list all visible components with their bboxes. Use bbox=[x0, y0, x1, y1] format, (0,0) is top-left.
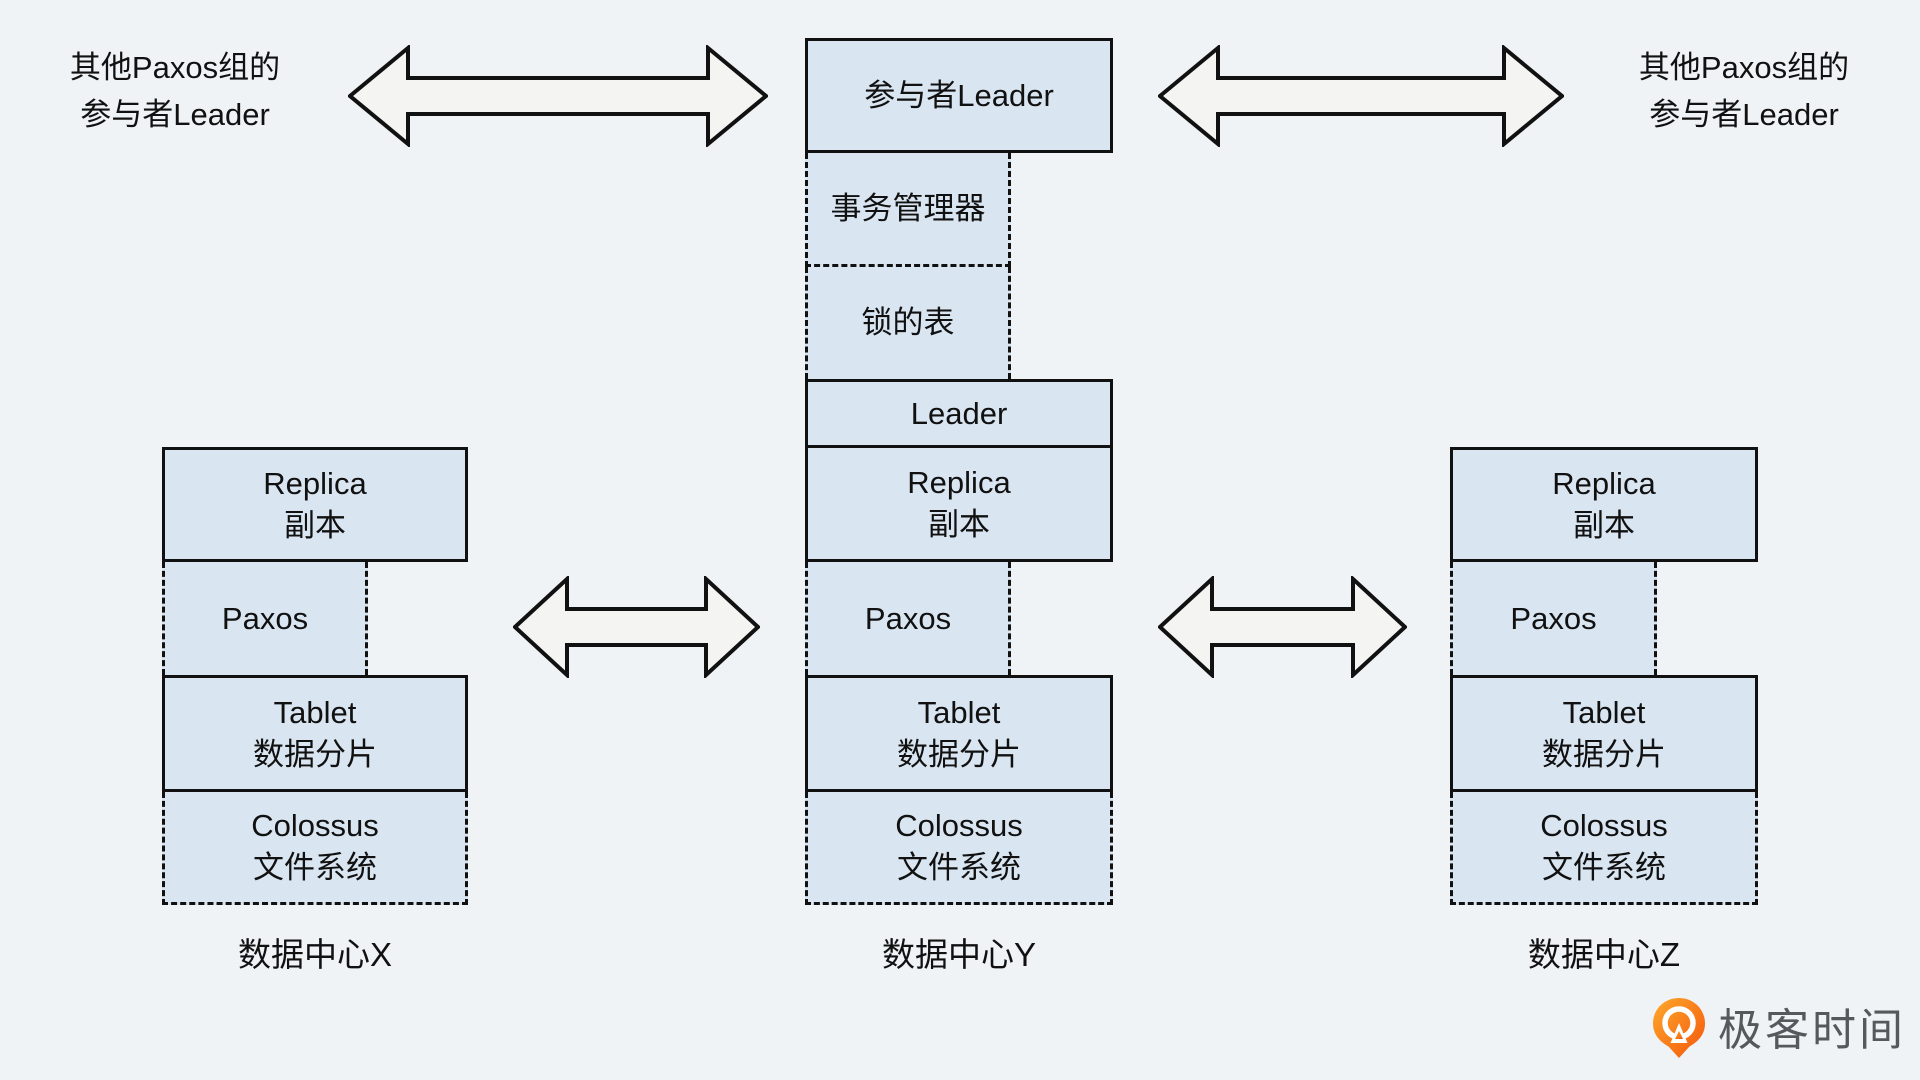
box-paxos-y: Paxos bbox=[805, 562, 1011, 675]
box-paxos-x: Paxos bbox=[162, 562, 368, 675]
replica-en: Replica bbox=[1552, 465, 1656, 501]
tablet-en: Tablet bbox=[917, 694, 1001, 730]
box-lock-table: 锁的表 bbox=[805, 267, 1011, 379]
replica-en: Replica bbox=[263, 465, 367, 501]
colossus-en: Colossus bbox=[895, 808, 1023, 843]
box-replica-z: Replica 副本 bbox=[1450, 447, 1758, 562]
tablet-en: Tablet bbox=[1562, 694, 1646, 730]
other-paxos-group-label-right: 其他Paxos组的 参与者Leader bbox=[1594, 44, 1894, 138]
replica-zh: 副本 bbox=[284, 507, 346, 543]
box-tablet-y: Tablet 数据分片 bbox=[805, 675, 1113, 792]
replica-en: Replica bbox=[907, 464, 1011, 500]
paxos-label: Paxos bbox=[1510, 600, 1597, 636]
box-paxos-z: Paxos bbox=[1450, 562, 1657, 675]
other-paxos-group-label-left: 其他Paxos组的 参与者Leader bbox=[25, 44, 325, 138]
box-replica-y: Replica 副本 bbox=[805, 445, 1113, 562]
paxos-label: Paxos bbox=[864, 600, 952, 636]
paxos-label: Paxos bbox=[221, 600, 309, 636]
datacenter-y-label: 数据中心Y bbox=[881, 936, 1036, 973]
box-colossus-y: Colossus 文件系统 bbox=[805, 792, 1113, 905]
leader-label: Leader bbox=[910, 395, 1008, 431]
tablet-zh: 数据分片 bbox=[253, 736, 377, 772]
lock-table-label: 锁的表 bbox=[861, 305, 955, 340]
box-tablet-z: Tablet 数据分片 bbox=[1450, 675, 1758, 792]
other-paxos-left-line1: 其他Paxos组的 bbox=[69, 50, 281, 85]
colossus-zh: 文件系统 bbox=[1542, 850, 1666, 885]
other-paxos-left-line2: 参与者Leader bbox=[80, 97, 270, 132]
box-leader: Leader bbox=[805, 379, 1113, 448]
colossus-en: Colossus bbox=[251, 808, 379, 843]
tablet-zh: 数据分片 bbox=[1542, 736, 1666, 772]
box-colossus-z: Colossus 文件系统 bbox=[1450, 792, 1758, 905]
colossus-en: Colossus bbox=[1540, 808, 1668, 843]
colossus-zh: 文件系统 bbox=[253, 850, 377, 885]
double-arrow-icon bbox=[1158, 45, 1564, 147]
datacenter-x-label: 数据中心X bbox=[237, 936, 392, 973]
geektime-logo: 极客时间 bbox=[1652, 997, 1906, 1064]
box-transaction-manager: 事务管理器 bbox=[805, 153, 1011, 267]
colossus-zh: 文件系统 bbox=[897, 850, 1021, 885]
datacenter-z-label: 数据中心Z bbox=[1527, 936, 1681, 973]
tablet-en: Tablet bbox=[273, 694, 357, 730]
double-arrow-icon bbox=[513, 576, 760, 678]
geektime-logo-text: 极客时间 bbox=[1718, 1005, 1906, 1055]
box-tablet-x: Tablet 数据分片 bbox=[162, 675, 468, 792]
replica-zh: 副本 bbox=[928, 506, 990, 542]
box-participant-leader: 参与者Leader bbox=[805, 38, 1113, 153]
other-paxos-right-line1: 其他Paxos组的 bbox=[1638, 50, 1850, 85]
geektime-pin-icon bbox=[1652, 997, 1706, 1064]
box-colossus-x: Colossus 文件系统 bbox=[162, 792, 468, 905]
other-paxos-right-line2: 参与者Leader bbox=[1649, 97, 1839, 132]
double-arrow-icon bbox=[1158, 576, 1407, 678]
replica-zh: 副本 bbox=[1573, 507, 1635, 543]
transaction-manager-label: 事务管理器 bbox=[830, 190, 986, 226]
participant-leader-label: 参与者Leader bbox=[864, 77, 1054, 113]
double-arrow-icon bbox=[348, 45, 768, 147]
box-replica-x: Replica 副本 bbox=[162, 447, 468, 562]
tablet-zh: 数据分片 bbox=[897, 736, 1021, 772]
